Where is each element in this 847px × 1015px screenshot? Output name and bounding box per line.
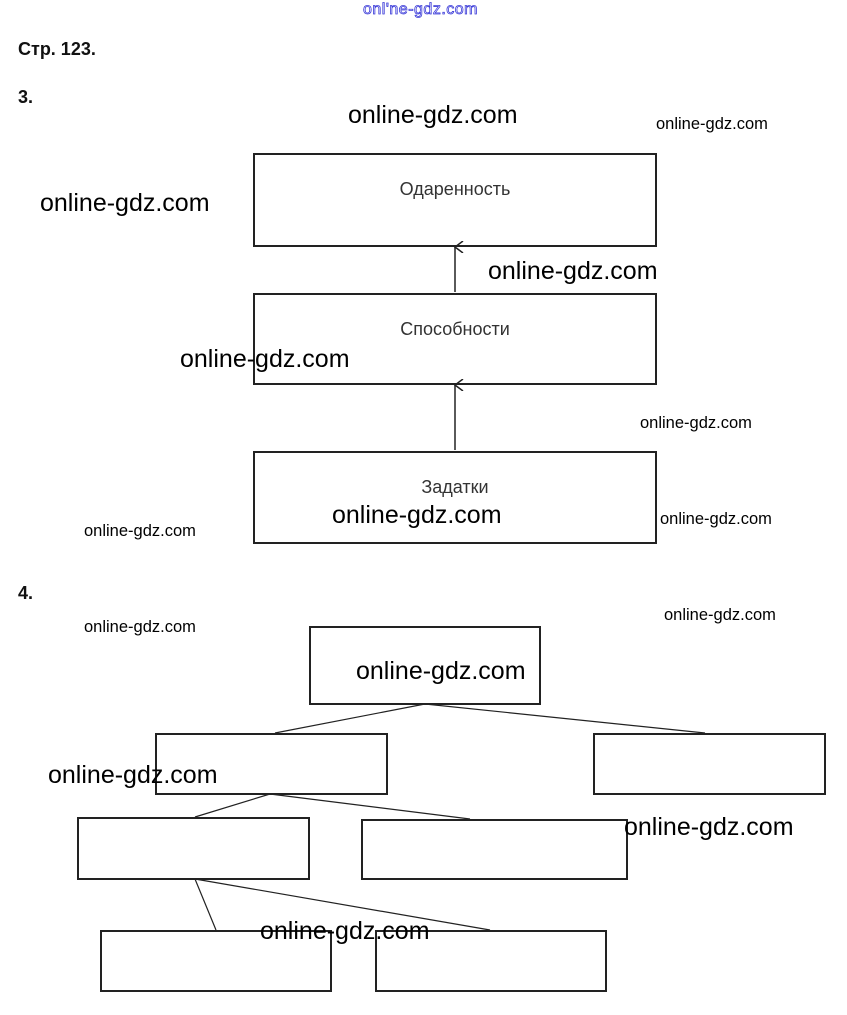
box-odarennost: Одаренность — [253, 153, 657, 247]
box-label: Задатки — [421, 477, 489, 497]
tree-box-bottom-right — [375, 930, 607, 992]
watermark: online-gdz.com — [664, 606, 776, 624]
watermark: online-gdz.com — [180, 345, 350, 373]
tree-line — [274, 703, 426, 734]
watermark: online-gdz.com — [660, 510, 772, 528]
tree-line — [424, 703, 706, 734]
tree-box-left-left — [77, 817, 310, 880]
tree-box-root — [309, 626, 541, 705]
task-4-number: 4. — [18, 583, 34, 603]
watermark: online-gdz.com — [624, 813, 794, 841]
watermark: online-gdz.com — [40, 189, 210, 217]
tree-line — [194, 878, 491, 931]
watermark: online-gdz.com — [332, 501, 502, 529]
watermark: online-gdz.com — [348, 101, 518, 129]
watermark: online-gdz.com — [488, 257, 658, 285]
box-label: Одаренность — [399, 179, 511, 199]
tree-box-left-right — [361, 819, 628, 880]
watermark: online-gdz.com — [356, 657, 526, 685]
box-zadatki: Задатки — [253, 451, 657, 544]
tree-box-left — [155, 733, 388, 795]
watermark: online-gdz.com — [48, 761, 218, 789]
tree-line — [194, 793, 271, 818]
site-watermark-top: onl'ne-gdz.com — [363, 1, 478, 19]
tree-line — [194, 878, 217, 931]
page-header: Стр. 123. — [18, 39, 96, 59]
watermark: online-gdz.com — [656, 115, 768, 133]
box-label: Способности — [400, 319, 510, 339]
box-sposobnosti: Способности — [253, 293, 657, 385]
watermark: online-gdz.com — [640, 414, 752, 432]
tree-line — [269, 793, 471, 820]
tree-box-right — [593, 733, 826, 795]
watermark: online-gdz.com — [260, 917, 430, 945]
tree-box-bottom-left — [100, 930, 332, 992]
watermark: online-gdz.com — [84, 618, 196, 636]
task-3-number: 3. — [18, 87, 34, 107]
watermark: online-gdz.com — [84, 522, 196, 540]
